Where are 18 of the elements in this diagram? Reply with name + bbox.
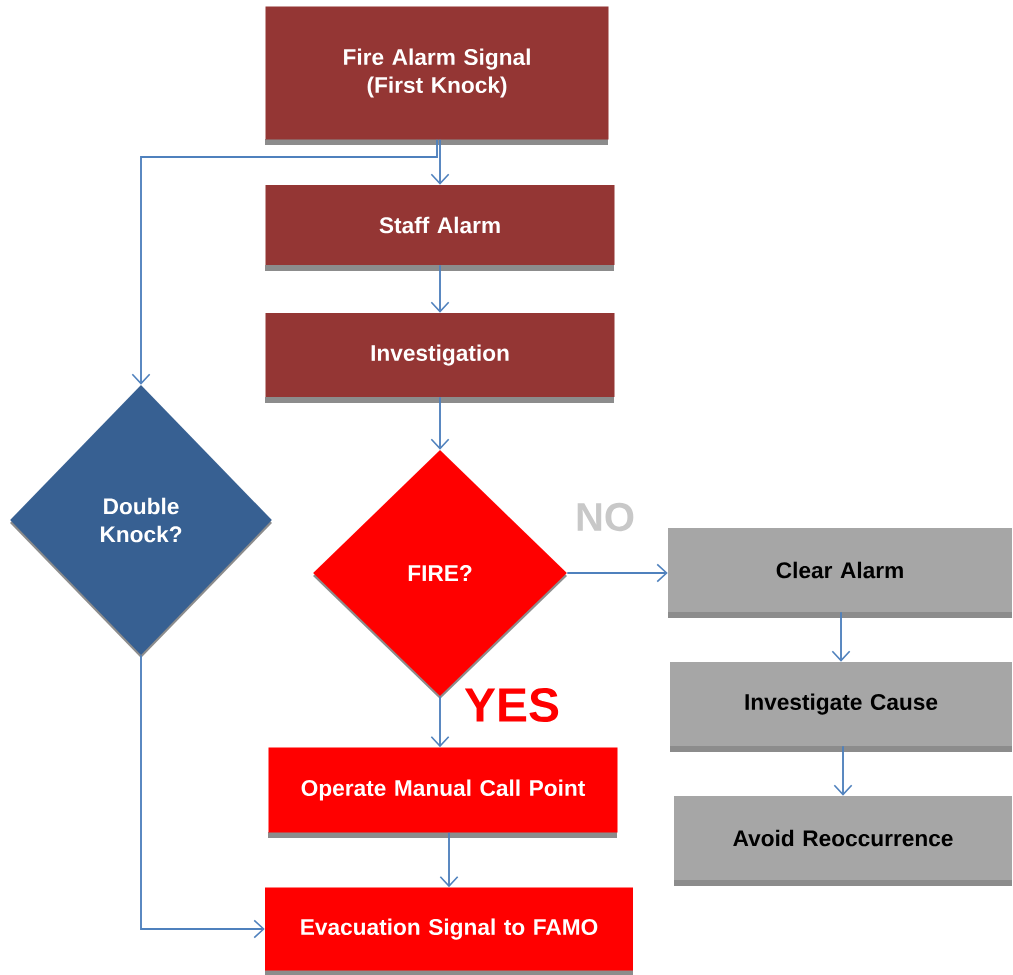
process-box: Investigate Cause <box>670 662 1012 752</box>
arrow <box>430 695 450 748</box>
process-box: Avoid Reoccurrence <box>674 796 1012 886</box>
arrow <box>831 611 851 662</box>
process-box: Investigation <box>265 313 615 403</box>
arrow <box>566 563 668 583</box>
process-box: Clear Alarm <box>668 528 1012 618</box>
arrow <box>131 138 438 385</box>
process-box: Evacuation Signal to FAMO <box>265 887 633 975</box>
process-box: Fire Alarm Signal (First Knock) <box>265 6 609 145</box>
process-box: Staff Alarm <box>265 185 615 271</box>
arrow <box>430 396 450 450</box>
arrow <box>140 654 265 939</box>
arrow <box>430 138 450 185</box>
process-box: Operate Manual Call Point <box>268 747 618 838</box>
arrow <box>833 745 853 796</box>
arrow <box>430 264 450 313</box>
arrow <box>439 831 459 888</box>
